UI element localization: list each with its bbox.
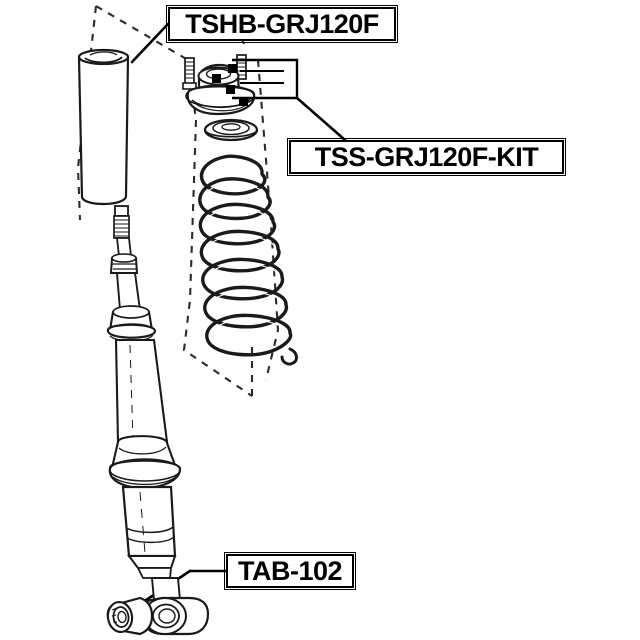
piston-rod-thread xyxy=(113,205,130,239)
leader-line-tshb xyxy=(130,22,170,64)
callout-label-tss[interactable]: TSS-GRJ120F-KIT xyxy=(287,138,566,176)
mount-detail-ticks xyxy=(240,70,284,84)
dust-cover xyxy=(77,48,130,206)
coil-spring xyxy=(198,154,299,366)
leader-line-tss xyxy=(295,96,347,142)
mount-detail-frame xyxy=(232,58,299,100)
lower-eye-mount xyxy=(140,577,210,636)
rod-nut xyxy=(109,253,139,274)
strut-mount xyxy=(182,54,299,116)
spring-seat-bearing xyxy=(203,118,259,142)
upper-spring-seat xyxy=(106,305,157,342)
callout-label-tshb[interactable]: TSHB-GRJ120F xyxy=(166,5,398,43)
callout-label-tab[interactable]: TAB-102 xyxy=(224,552,356,590)
mount-detail-markers xyxy=(212,64,248,106)
lower-bushing xyxy=(106,596,154,636)
lower-spring-seat xyxy=(108,458,182,490)
shock-absorber xyxy=(106,205,182,579)
mount-stud-left xyxy=(182,57,197,90)
